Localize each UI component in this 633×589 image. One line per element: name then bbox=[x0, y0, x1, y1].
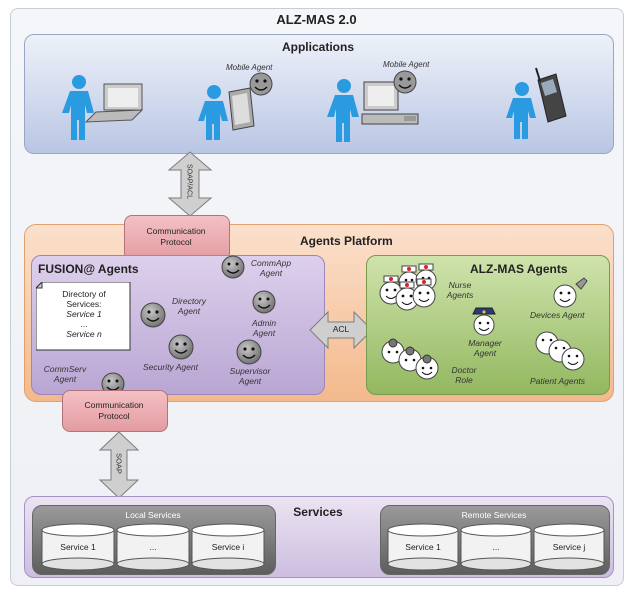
directory-agent-label: Directory Agent bbox=[171, 296, 206, 316]
remote-service-label: Service j bbox=[552, 542, 586, 552]
remote-service-label: Service 1 bbox=[405, 542, 441, 552]
alzmas-agents-title: ALZ-MAS Agents bbox=[470, 262, 568, 276]
directory-of-services: Directory of Services: Service 1 ... Ser… bbox=[36, 289, 132, 339]
patient-agents-icon bbox=[535, 331, 585, 371]
applications-title: Applications bbox=[281, 40, 354, 54]
manager-agent-icon bbox=[472, 307, 496, 336]
nurse-agents-icon bbox=[379, 263, 437, 311]
supervisor-agent-face-icon bbox=[236, 339, 262, 365]
communication-protocol-bottom bbox=[62, 390, 168, 432]
person-icon bbox=[198, 85, 228, 140]
remote-services-title: Remote Services bbox=[461, 510, 527, 520]
directory-agent-face-icon bbox=[140, 302, 166, 328]
mobile-agent-label-2: Mobile Agent bbox=[383, 60, 430, 69]
database-cylinder-icon bbox=[460, 523, 532, 571]
diagram-title: ALZ-MAS 2.0 bbox=[276, 12, 357, 27]
directory-line: Service n bbox=[66, 329, 102, 339]
devices-agent-icon bbox=[553, 277, 588, 308]
directory-line: Services: bbox=[66, 299, 102, 309]
fusion-agents-title: FUSION@ Agents bbox=[38, 262, 139, 276]
commserv-agent-label: CommServ Agent bbox=[43, 364, 87, 384]
devices-agent-label: Devices Agent bbox=[530, 310, 585, 320]
local-services-title: Local Services bbox=[125, 510, 181, 520]
local-service-label: Service 1 bbox=[60, 542, 96, 552]
mobile-agent-face-icon bbox=[249, 72, 273, 96]
local-service-label: Service i bbox=[211, 542, 245, 552]
agents-platform-title: Agents Platform bbox=[300, 234, 393, 248]
supervisor-agent-label: Supervisor Agent bbox=[229, 366, 271, 386]
doctor-role-label: Doctor Role bbox=[451, 365, 477, 385]
mobile-agent-face-icon bbox=[393, 70, 417, 94]
admin-agent-face-icon bbox=[252, 290, 276, 314]
communication-protocol-top-label: Communication Protocol bbox=[146, 226, 206, 247]
commapp-agent-face-icon bbox=[221, 255, 245, 279]
directory-line: Service 1 bbox=[66, 309, 102, 319]
database-cylinder-icon bbox=[191, 523, 265, 571]
communication-protocol-bottom-label: Communication Protocol bbox=[84, 400, 144, 421]
cell-phone-icon bbox=[535, 67, 567, 123]
services-title: Services bbox=[293, 505, 343, 519]
security-agent-face-icon bbox=[168, 334, 194, 360]
directory-line: ... bbox=[80, 319, 88, 329]
person-icon bbox=[62, 75, 94, 140]
tablet-icon bbox=[228, 87, 255, 131]
database-cylinder-icon bbox=[533, 523, 605, 571]
database-cylinder-icon bbox=[41, 523, 115, 571]
security-agent-label: Security Agent bbox=[143, 362, 198, 372]
doctor-role-icon bbox=[381, 338, 439, 380]
desktop-computer-icon bbox=[361, 81, 419, 125]
admin-agent-label: Admin Agent bbox=[251, 318, 277, 338]
manager-agent-label: Manager Agent bbox=[468, 338, 502, 358]
patient-agents-label: Patient Agents bbox=[530, 376, 585, 386]
database-cylinder-icon bbox=[387, 523, 459, 571]
local-service-label: ... bbox=[149, 542, 157, 552]
remote-service-label: ... bbox=[492, 542, 500, 552]
person-icon bbox=[327, 79, 359, 142]
directory-line: Directory of bbox=[62, 289, 106, 299]
nurse-agents-label: Nurse Agents bbox=[446, 280, 474, 300]
database-cylinder-icon bbox=[116, 523, 190, 571]
mobile-agent-label-1: Mobile Agent bbox=[226, 63, 273, 72]
acl-label: ACL bbox=[332, 324, 350, 334]
applications-illustrations bbox=[62, 67, 567, 142]
laptop-icon bbox=[84, 83, 144, 123]
commapp-agent-label: CommApp Agent bbox=[250, 258, 292, 278]
person-icon bbox=[506, 82, 536, 139]
directory-document-icon bbox=[36, 282, 131, 351]
